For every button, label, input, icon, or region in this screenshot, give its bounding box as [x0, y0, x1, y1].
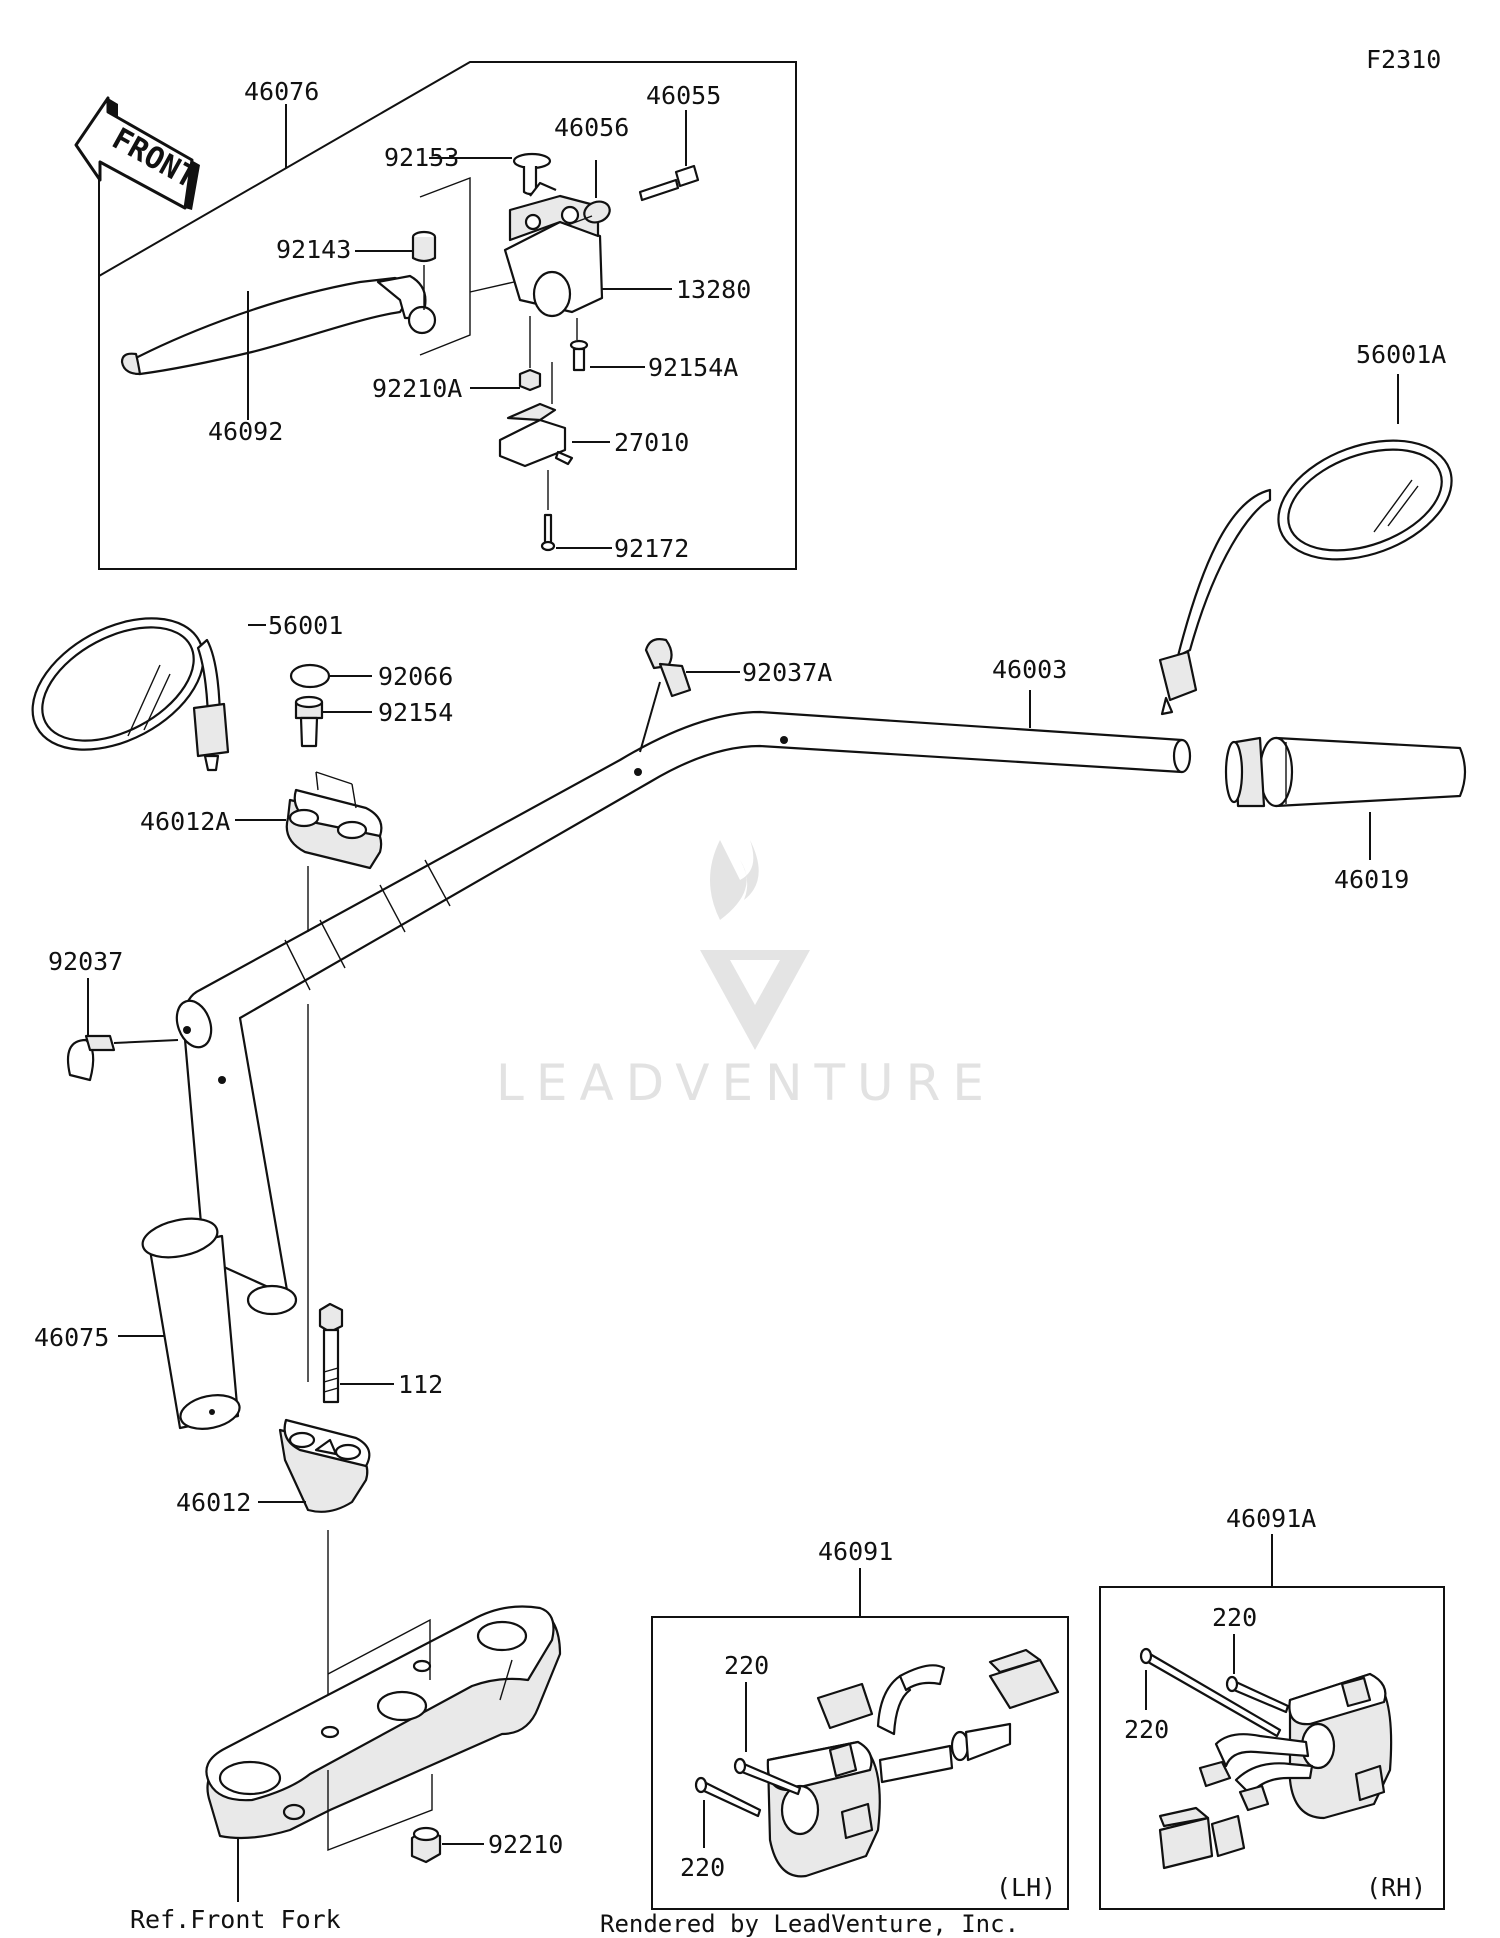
rh-switch-inset [1099, 1534, 1445, 1910]
callout-27010: 27010 [614, 428, 689, 457]
mirror-left-56001 [31, 617, 230, 772]
bolt-92154 [294, 695, 324, 748]
nut-92210A [518, 368, 542, 392]
bushing-92143 [411, 230, 437, 263]
callout-lh: (LH) [996, 1873, 1056, 1902]
callout-92154A: 92154A [648, 353, 738, 382]
callout-220-lh-left: 220 [680, 1853, 725, 1882]
callout-46012A: 46012A [140, 807, 230, 836]
grip-right-46019 [1224, 736, 1467, 808]
callout-92154: 92154 [378, 698, 453, 727]
screw-92172 [540, 513, 556, 552]
callout-ref-front-fork: Ref.Front Fork [130, 1905, 341, 1934]
inset-frame [98, 61, 797, 570]
clip-92037 [66, 1034, 179, 1082]
callout-46003: 46003 [992, 655, 1067, 684]
callout-92143: 92143 [276, 235, 351, 264]
callout-92037A: 92037A [742, 658, 832, 687]
callout-92066: 92066 [378, 662, 453, 691]
callout-46019: 46019 [1334, 865, 1409, 894]
screw-46055 [638, 164, 700, 202]
bolt-92154A [569, 339, 589, 372]
grip-left-46075 [141, 1217, 241, 1430]
figure-code: F2310 [1366, 45, 1441, 74]
callout-labels: 46076 46055 46056 92153 92143 13280 9215… [34, 77, 1446, 1934]
callout-46076: 46076 [244, 77, 319, 106]
nut-92210 [410, 1826, 442, 1864]
lower-clamp-46012 [278, 1418, 371, 1513]
watermark-text: LEADVENTURE [496, 1054, 996, 1112]
callout-46075: 46075 [34, 1323, 109, 1352]
front-arrow-icon: FRONT [74, 96, 202, 210]
callout-46055: 46055 [646, 81, 721, 110]
callout-220-lh-top: 220 [724, 1651, 769, 1680]
switch-27010 [498, 402, 574, 468]
callout-46012: 46012 [176, 1488, 251, 1517]
callout-46092: 46092 [208, 417, 283, 446]
callout-56001A: 56001A [1356, 340, 1446, 369]
lever-assembly-inset: FRONT [74, 61, 797, 570]
footer-credit: Rendered by LeadVenture, Inc. [600, 1910, 1019, 1938]
callout-112: 112 [398, 1370, 443, 1399]
callout-92172: 92172 [614, 534, 689, 563]
lever-holder-13280 [503, 181, 604, 318]
callout-92153: 92153 [384, 143, 459, 172]
mirror-right-56001A [1158, 439, 1453, 716]
leader-lines [87, 291, 1399, 1503]
callout-92210A: 92210A [372, 374, 462, 403]
callout-46091: 46091 [818, 1537, 893, 1566]
callout-46091A: 46091A [1226, 1504, 1316, 1533]
callout-220-rh-left: 220 [1124, 1715, 1169, 1744]
lh-switch-inset [651, 1568, 1069, 1910]
callout-rh: (RH) [1366, 1873, 1426, 1902]
callout-13280: 13280 [676, 275, 751, 304]
callout-220-rh-top: 220 [1212, 1603, 1257, 1632]
callout-56001: 56001 [268, 611, 343, 640]
clip-92037A [639, 638, 740, 753]
triple-clamp [205, 1605, 562, 1852]
callout-92037: 92037 [48, 947, 123, 976]
handlebar-46003 [175, 710, 1192, 1316]
watermark-logo: LEADVENTURE [496, 840, 996, 1112]
pivot-bolt-92153 [512, 152, 552, 196]
callout-46056: 46056 [554, 113, 629, 142]
callout-92210: 92210 [488, 1830, 563, 1859]
cap-92066 [289, 663, 331, 689]
clutch-lever [120, 274, 437, 376]
upper-clamp-46012A [285, 771, 383, 870]
bolt-112 [318, 1302, 344, 1404]
